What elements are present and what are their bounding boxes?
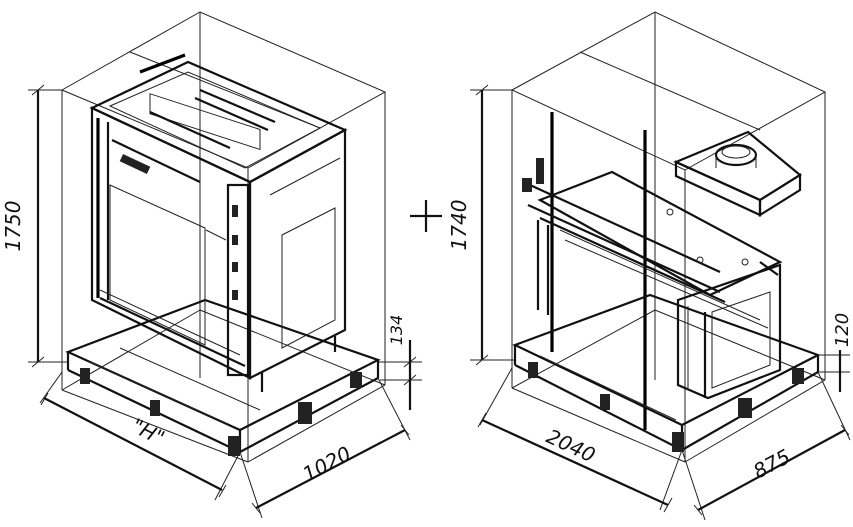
left-height-dimension: 1750 <box>1 84 68 368</box>
left-depth-label: 1020 <box>299 441 355 486</box>
left-depth-dimension: 1020 <box>239 377 411 519</box>
right-pallet <box>512 293 821 452</box>
left-packed-unit: 1750 134 "H" 1020 <box>1 11 422 519</box>
right-exhaust-hood <box>673 130 802 217</box>
right-height-dimension: 1740 <box>447 84 515 366</box>
left-oven-body <box>89 53 348 392</box>
left-width-dimension: "H" <box>39 371 241 501</box>
right-oven-body <box>522 158 783 400</box>
right-depth-dimension: 875 <box>681 371 851 521</box>
right-crate-outline <box>510 11 827 463</box>
left-height-label: 1750 <box>1 201 25 252</box>
right-base-height-label: 120 <box>832 313 853 347</box>
left-base-dimension: 134 <box>378 315 422 410</box>
right-base-dimension: 120 <box>818 313 853 392</box>
plus-sign <box>410 200 442 232</box>
right-packed-unit: 1740 120 2040 875 <box>447 11 853 521</box>
right-height-label: 1740 <box>447 200 471 251</box>
left-base-height-label: 134 <box>387 315 406 346</box>
left-pallet <box>65 298 381 456</box>
right-width-dimension: 2040 <box>477 367 683 513</box>
